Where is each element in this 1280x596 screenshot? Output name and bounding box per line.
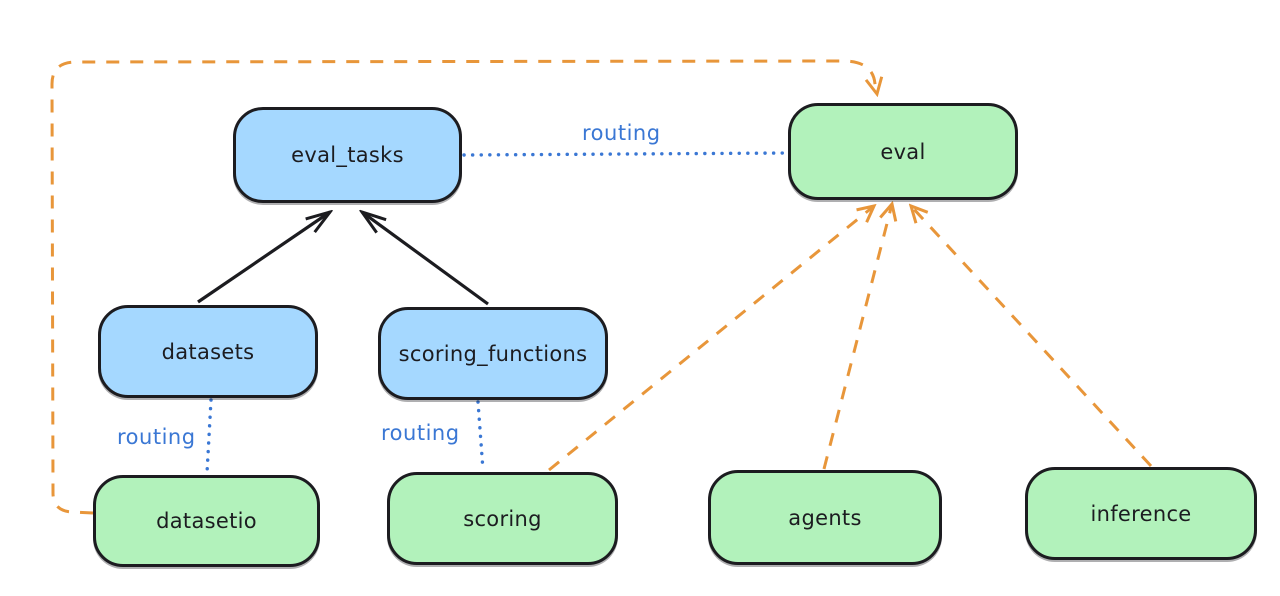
node-inference: inference — [1025, 467, 1257, 560]
node-eval-tasks-label: eval_tasks — [291, 143, 404, 167]
node-scoring-functions: scoring_functions — [378, 307, 608, 400]
edge-label-routing-datasets-datasetio: routing — [117, 425, 196, 449]
edge-eval-tasks-to-eval — [462, 151, 788, 157]
node-eval-label: eval — [880, 139, 926, 164]
node-scoring: scoring — [387, 472, 618, 565]
edge-scoring-functions-to-eval-tasks — [362, 212, 489, 306]
edge-inference-to-eval — [911, 206, 1153, 468]
edge-scoring-functions-to-scoring — [476, 400, 485, 472]
edge-datasetio-to-eval — [50, 59, 877, 515]
node-datasets-label: datasets — [161, 339, 255, 364]
node-inference-label: inference — [1090, 501, 1192, 526]
node-eval-tasks: eval_tasks — [233, 107, 462, 203]
edge-label-routing-scoring-functions-scoring: routing — [381, 421, 460, 445]
edge-agents-to-eval — [822, 204, 892, 470]
edge-datasets-to-datasetio — [205, 398, 213, 475]
node-agents: agents — [708, 470, 942, 565]
node-agents-label: agents — [788, 505, 862, 530]
node-scoring-functions-label: scoring_functions — [398, 341, 588, 366]
node-eval: eval — [788, 103, 1018, 200]
node-datasetio-label: datasetio — [156, 509, 257, 533]
node-scoring-label: scoring — [463, 506, 542, 531]
node-datasets: datasets — [98, 305, 318, 398]
edge-scoring-to-eval — [548, 206, 874, 472]
node-datasetio: datasetio — [93, 475, 320, 567]
edge-label-routing-eval-tasks-eval: routing — [582, 121, 661, 145]
edge-datasets-to-eval-tasks — [197, 212, 330, 304]
